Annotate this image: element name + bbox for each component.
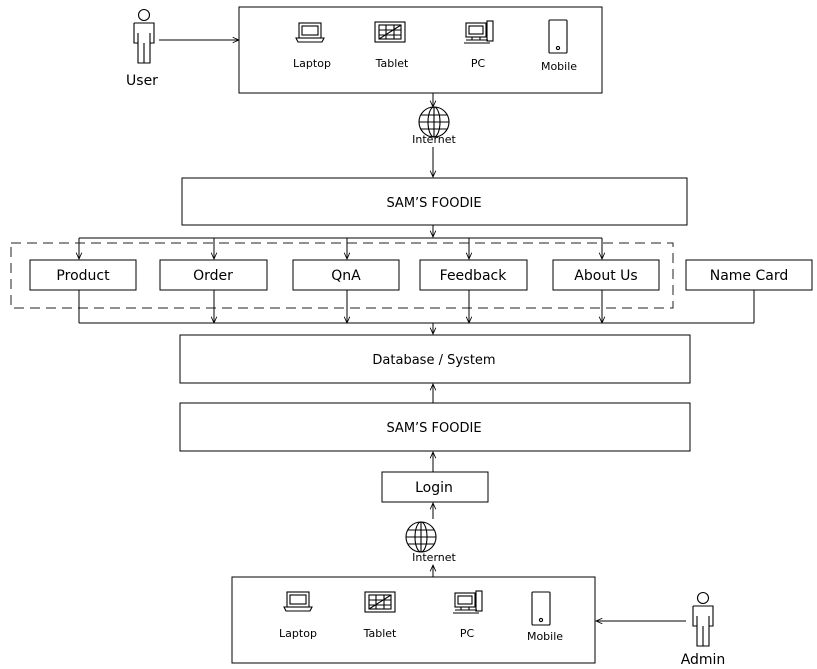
login-label: Login (415, 480, 453, 496)
module-product-frame (29, 259, 137, 291)
top-internet-label: Internet (412, 133, 456, 146)
module-qna: QnA (292, 259, 400, 291)
admin-mobile-label: Mobile (527, 630, 563, 643)
user-actor: User (126, 8, 158, 89)
bottom-app-frame (179, 402, 691, 452)
login-frame (381, 471, 489, 503)
module-feedback: Feedback (419, 259, 528, 291)
module-order-label: Order (193, 268, 233, 284)
top-app-frame (181, 177, 688, 226)
admin-label: Admin (681, 652, 726, 668)
module-aboutus-label: About Us (574, 268, 637, 284)
bottom-internet: Internet (405, 521, 457, 564)
module-order: Order (159, 259, 268, 291)
module-about-us: About Us (552, 259, 660, 291)
module-feedback-frame (419, 259, 528, 291)
bottom-globe-icon (405, 521, 437, 553)
module-product-label: Product (56, 268, 110, 284)
user-laptop-label: Laptop (293, 57, 331, 70)
user-person-icon (133, 8, 155, 64)
bottom-app-box: SAM’S FOODIE (179, 402, 691, 452)
admin-pc-label: PC (460, 627, 475, 640)
module-order-frame (159, 259, 268, 291)
admin-devices-frame (231, 576, 596, 664)
bottom-internet-label: Internet (412, 551, 456, 564)
database-label: Database / System (372, 353, 495, 368)
module-namecard-frame (685, 259, 813, 291)
module-namecard-label: Name Card (710, 268, 789, 284)
user-tablet-label: Tablet (375, 57, 409, 70)
tablet-icon (364, 591, 396, 613)
module-qna-frame (292, 259, 400, 291)
user-devices-box: Laptop Tablet PC Mobile (238, 6, 603, 94)
top-internet: Internet (412, 106, 457, 146)
modules-group-frame (10, 242, 674, 309)
top-app-box: SAM’S FOODIE (181, 177, 688, 226)
tablet-icon (374, 21, 406, 43)
module-qna-label: QnA (331, 268, 361, 284)
admin-actor: Admin (681, 591, 726, 668)
database-frame (179, 334, 691, 384)
module-aboutus-frame (552, 259, 660, 291)
top-app-label: SAM’S FOODIE (386, 196, 481, 211)
module-feedback-label: Feedback (440, 268, 508, 284)
user-label: User (126, 73, 158, 89)
database-box: Database / System (179, 334, 691, 384)
bottom-app-label: SAM’S FOODIE (386, 421, 481, 436)
admin-tablet-label: Tablet (363, 627, 397, 640)
admin-person-icon (692, 591, 714, 647)
user-pc-label: PC (471, 57, 486, 70)
user-devices-frame (238, 6, 603, 94)
admin-devices-box: Laptop Tablet PC Mobile (231, 576, 596, 664)
admin-laptop-label: Laptop (279, 627, 317, 640)
login-box: Login (381, 471, 489, 503)
module-product: Product (29, 259, 137, 291)
user-mobile-label: Mobile (541, 60, 577, 73)
module-name-card: Name Card (685, 259, 813, 291)
